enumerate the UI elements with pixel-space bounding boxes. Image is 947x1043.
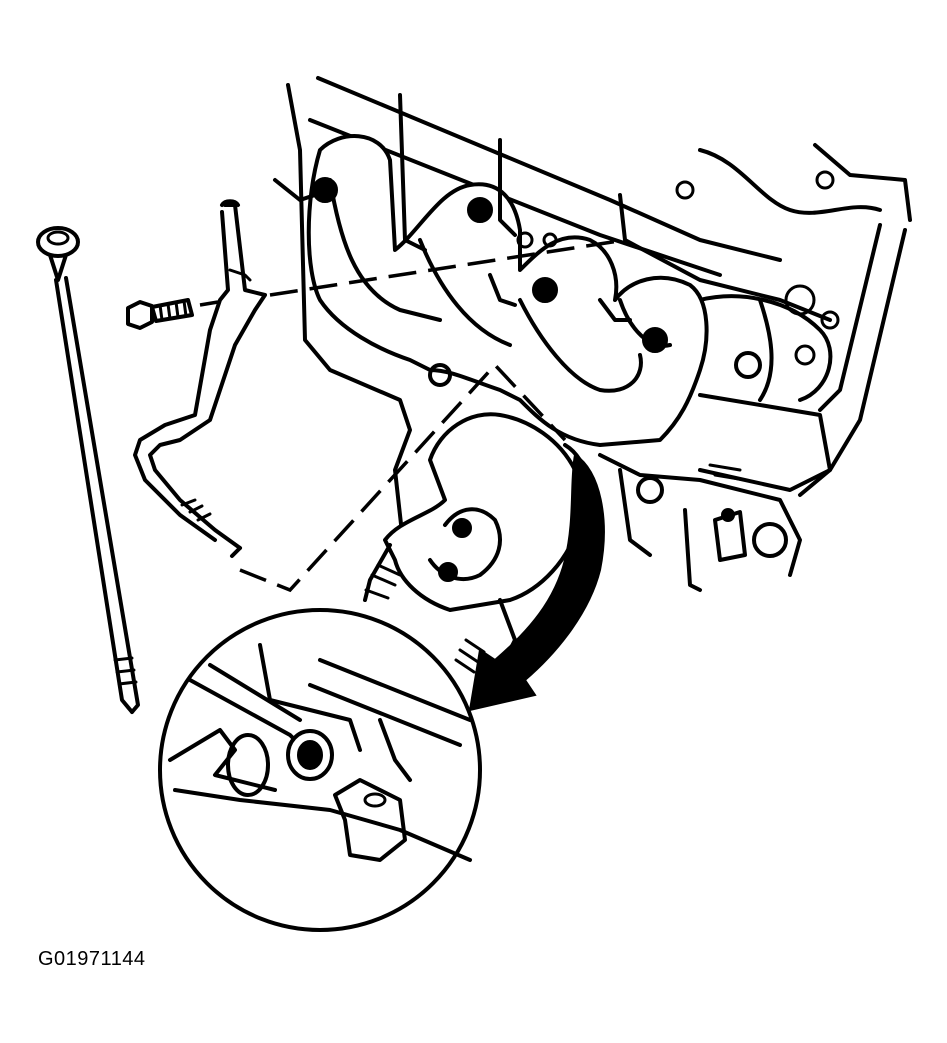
figure-id-label: G01971144 — [38, 948, 146, 970]
curved-arrow-icon — [468, 443, 605, 712]
exhaust-manifold-icon — [273, 93, 762, 447]
engine-block-icon — [286, 76, 912, 592]
detail-circle-icon — [158, 608, 482, 932]
bolt-icon — [126, 298, 219, 330]
dipstick-icon — [36, 226, 140, 714]
downpipe-icon — [363, 412, 582, 674]
dipstick-tube-icon — [133, 199, 267, 558]
leader-lines — [239, 238, 626, 593]
